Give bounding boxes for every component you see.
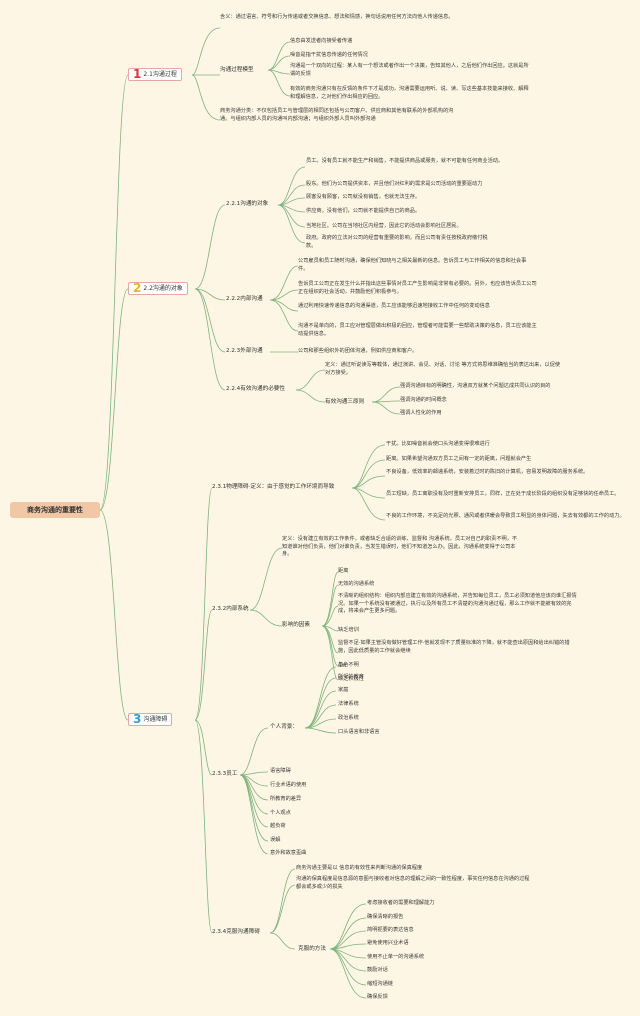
s234-method: 确保反馈 [367,994,388,1000]
s224-principle: 强调人性化的作用 [400,410,442,416]
root-topic: 商务沟通的重要性 [10,502,100,518]
s221-item: 顾客没有顾客，公司就没有销售，也就无法生存。 [306,194,421,200]
number-two-icon: 2 [133,281,142,295]
s221-item: 供应商。没有他们，公司就不能提供自己的商品。 [306,208,421,214]
s1-classification: 商务沟通分类：不仅包括员工与管理层的相同还包括与公司客户、供应商和其他有联系的外… [220,108,454,122]
s223-label: 2.2.3外部沟通 [226,348,263,354]
s232-label: 2.3.2内部系统 [212,606,249,612]
s233-other-item: 个人观点 [270,810,291,816]
s1-model-item: 有效的商务沟通只有在反馈的条件下才是成功，沟通需要运用听、说、读、写这些基本技能… [290,86,529,100]
s222-item: 沟通不是单向的，员工应对管理层做出积极的回应，管理者可能需要一些帮助决策的信息，… [298,323,537,337]
s234-method: 缩短沟通链 [367,981,393,987]
s233-personal-item: um [338,663,347,669]
s221-item: 政府。政府的立法对公司的经营有重要的影响，而且公司有责任按税政府缴付税款。 [306,235,488,249]
s232-factor: 缺乏积极性 [338,676,364,682]
s232-factor: 无效的沟通系统 [338,581,375,587]
s224-label: 2.2.4有效沟通的必要性 [226,386,285,392]
s231-item: 距离。如果希望沟通双方员工之间有一定的距离，问题就会产生 [386,456,532,462]
s234-method: 避免使用兴业术语 [367,940,409,946]
s222-item: 公司雇员和员工随时沟通，确保他们知晓与之相关最新的信息。告诉员工与工作相关的信息… [298,258,527,272]
s221-item: 员工。没有员工就不能生产和销售，不能提供商品或服务，就不可能有任何商业活动。 [306,158,504,164]
s234-method: 简明扼要的表达信息 [367,927,414,933]
s232-factors-label: 影响的因素 [282,622,310,628]
s233-other-item: 越负荷 [270,823,286,829]
s1-definition: 含义：通过语言、符号和行为传递或者交换信息、想法和情感，换句话说用任何方法向他人… [220,14,454,20]
s233-personal-item: 政治系统 [338,715,359,721]
s234-label: 2.3.4克服沟通障碍 [212,929,260,935]
s233-other-item: 所教育的差异 [270,796,302,802]
s234-method: 确保清晰的报告 [367,914,404,920]
s231-item: 不良设备，低效率的邮递系统，安装着过时的陈旧的计算机，容易发明故障的服务系统。 [386,469,589,475]
s234-method: 使用不止单一的沟通系统 [367,954,425,960]
s233-other-item: 意外和故意歪曲 [270,850,307,856]
number-three-icon: 3 [133,712,142,726]
s233-other-item: 误解 [270,837,281,843]
s233-label: 2.3.3员工 [212,771,238,777]
s233-personal-item: 家庭 [338,687,349,693]
s224-definition: 定义：通过听说读写等载体，通过演讲、会见、对话、讨论 等方式将思维准确恰当的表达… [325,362,561,376]
s1-model-item: 噪音是指干扰信息传递的任何情况 [290,52,368,58]
s231-label: 2.3.1物理障碍·定义：由于感觉的工作环境而导致 [212,484,335,490]
s233-other-item: 行业术语的使用 [270,782,307,788]
s231-item: 不良的工作环境，不充足的光照、通风或者供暖会导致员工明显的身体问题，失去有效都的… [386,513,625,519]
s224-principle: 强调沟通的时间概念 [400,397,447,403]
s234-item: 沟通的保真程度是信息源的意图与接收者对信息的理解之间的一致性程度，事实任何信息在… [296,876,530,890]
s222-item: 通过利用快速传递信息的沟通渠道，员工应该能够迅速地接收工作中任何的变动信息 [298,303,490,309]
s231-item: 员工短缺，员工离职没有及时重新安排员工，同样，正在处于成长阶段的组织没有足够快的… [386,491,620,497]
section-1-label: 2.1沟通过程 [143,71,177,78]
section-2-label: 2.2沟通的对象 [143,285,183,292]
s224-principle: 强调沟通目标的明确性，沟通双方就某个问题达成共同认识的目的 [400,383,551,389]
s221-item: 股东。他们为公司提供资本，并且他们对红利的需求是公司活动的重要驱动力 [306,181,483,187]
s231-item: 干扰。比如噪音就会使口头沟通变得很难进行 [386,441,490,447]
s234-method: 考虑接收者的需要和理解能力 [367,900,435,906]
s222-item: 告诉员工公司正在发生什么并指出这些事情对员工产生影响是非常有必要的。另外，也应该… [298,281,537,295]
s234-methods-label: 克服的方法 [298,946,326,952]
s222-label: 2.2.2内部沟通 [226,296,263,302]
s233-personal-item: 口头语言和非语言 [338,729,380,735]
s232-definition: 定义：没有建立有效的工作条件，或者缺乏合适的训练、监督和 沟通系统，员工对自己的… [282,536,518,558]
s232-factor: 监督不足·如果主管没有做好管理工作·他就发现不了质量标准的下降，就不能查出原因和… [338,640,570,654]
s221-label: 2.2.1沟通的对象 [226,201,269,207]
s234-item: 商务沟通主要是以 信息的有效性来判断沟通的保真程度 [296,865,423,871]
s232-factor: 距离 [338,568,349,574]
s224-principles-label: 有效沟通三原则 [325,399,365,405]
number-one-icon: 1 [133,67,142,81]
s234-method: 鼓励对话 [367,967,388,973]
s233-personal-item: 法律系统 [338,701,359,707]
s1-model-item: 信息由发送者向接受者传递 [290,38,353,44]
s232-factor: 缺乏培训 [338,627,359,633]
s232-factor: 角色不明 [338,662,359,668]
s223-text: 公司和那些组织外的团体沟通，例如供应商和客户。 [298,348,418,354]
s233-personal-label: 个人背景： [270,724,298,730]
s233-personal-item: 所受的教育 [338,674,364,680]
s1-model-label: 沟通过程模型 [220,67,254,73]
s233-other-item: 语言障碍 [270,768,291,774]
s232-factor: 不清晰的组织结构：组织内部应建立有效的沟通系统，并告知每位员工，员工必须知道他应… [338,593,577,615]
s1-model-item: 沟通是一个双向的过程：某人有一个想法或者作出一个决策，告知其他人，之后他们作出回… [290,63,529,77]
s221-item: 当地社区。公司在当地社区内经营，因此它的活动会影响社区居民。 [306,223,462,229]
section-3-label: 沟通障碍 [143,716,168,723]
